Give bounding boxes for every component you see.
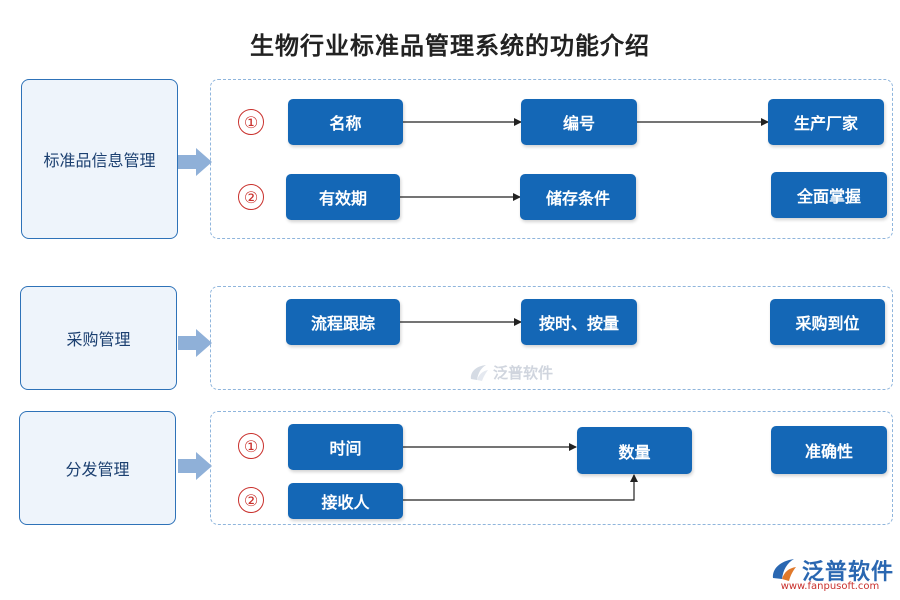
category-procurement: 采购管理 [20,286,177,390]
node-code: 编号 [521,99,637,145]
node-full-grasp: 全面掌握 [771,172,887,218]
node-storage-conditions: 储存条件 [520,174,636,220]
brand-url: www.fanpusoft.com [780,581,880,592]
node-receiver: 接收人 [288,483,403,519]
node-accuracy: 准确性 [771,426,887,474]
badge-1: ① [238,109,264,135]
brand-name: 泛普软件 [802,560,895,585]
node-manufacturer: 生产厂家 [768,99,884,145]
node-time: 时间 [288,424,403,470]
block-arrow-2 [178,329,212,357]
fanpu-logo-icon [470,364,488,381]
node-quantity: 数量 [577,427,692,474]
node-on-time-quantity: 按时、按量 [521,299,637,345]
badge-2: ② [238,487,264,513]
watermark: 泛普软件 [468,362,553,383]
node-name: 名称 [288,99,403,145]
badge-1: ① [238,433,264,459]
node-procurement-complete: 采购到位 [770,299,885,345]
fanpu-logo-icon [772,559,796,581]
brand-logo: 泛普软件 [770,554,894,586]
badge-2: ② [238,184,264,210]
block-arrow-3 [178,452,212,480]
category-distribution: 分发管理 [19,411,176,525]
category-standard-info: 标准品信息管理 [21,79,178,239]
node-process-tracking: 流程跟踪 [286,299,400,345]
node-validity: 有效期 [286,174,400,220]
watermark-name: 泛普软件 [493,364,554,382]
diagram-title: 生物行业标准品管理系统的功能介绍 [250,32,650,60]
block-arrow-1 [178,148,212,176]
